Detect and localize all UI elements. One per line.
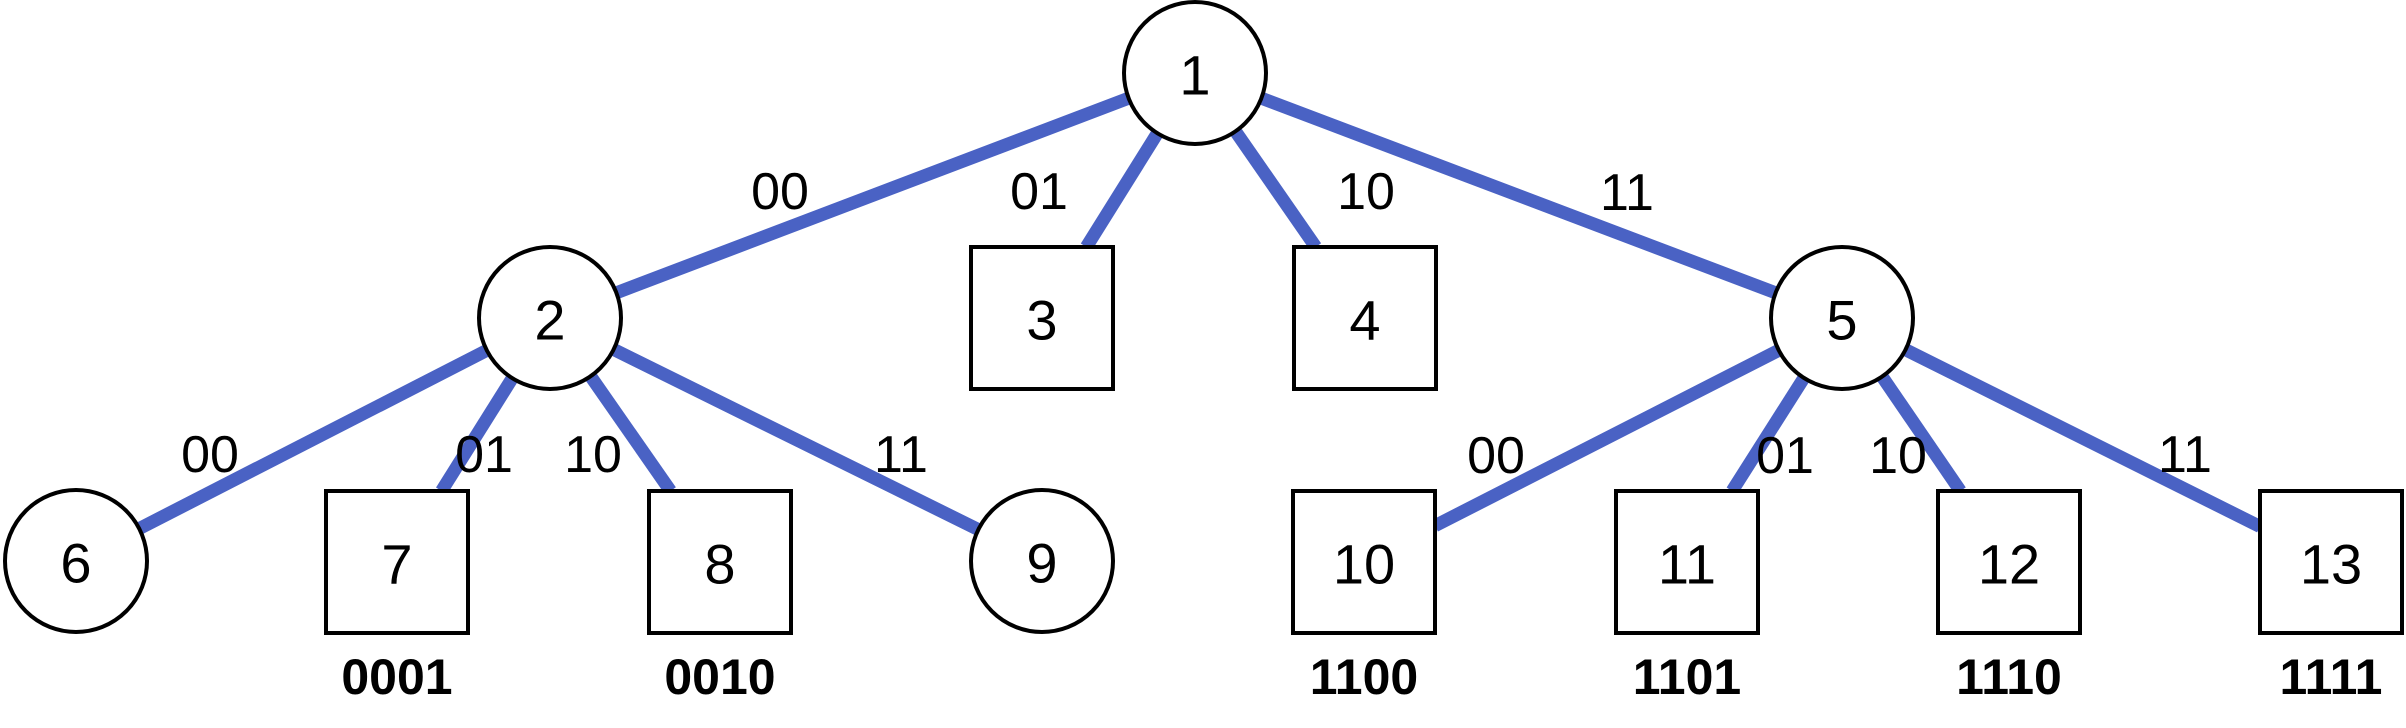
node-label: 8	[704, 533, 735, 596]
edge-label: 00	[751, 163, 809, 221]
node-label: 13	[2300, 533, 2362, 596]
node-square	[1936, 489, 2082, 635]
tree-node-6[interactable]: 6	[3, 488, 149, 634]
edge-label: 01	[455, 426, 513, 484]
tree-node-9[interactable]: 9	[969, 488, 1115, 634]
tree-node-8[interactable]: 8	[647, 489, 793, 635]
tree-edge	[1876, 372, 1966, 495]
edge-label: 10	[564, 426, 622, 484]
tree-node-11[interactable]: 11	[1614, 489, 1760, 635]
edge-labels-layer: 00 01 10 11 00 01 10 11 00 01 10 11	[181, 163, 2212, 485]
edge-label: 10	[1337, 163, 1395, 221]
edge-label: 11	[1600, 164, 1654, 222]
codeword-label: 1100	[1310, 649, 1418, 705]
node-square	[2258, 489, 2404, 635]
edge-label: 11	[2158, 426, 2212, 484]
node-circle	[477, 245, 623, 391]
codewords-layer: 0001 0010 1100 1101 1110 1111	[341, 649, 2382, 705]
edge-label: 11	[874, 426, 928, 484]
node-circle	[1122, 0, 1268, 146]
tree-edge	[1432, 344, 1782, 532]
node-square	[647, 489, 793, 635]
tree-node-13[interactable]: 13	[2258, 489, 2404, 635]
node-label: 5	[1826, 289, 1857, 352]
edges-layer	[136, 92, 2263, 536]
tree-edge	[136, 344, 490, 535]
node-circle	[1769, 245, 1915, 391]
codeword-label: 0001	[341, 649, 452, 705]
node-square	[324, 489, 470, 635]
node-label: 7	[381, 533, 412, 596]
node-label: 1	[1179, 44, 1210, 107]
codeword-label: 1111	[2280, 649, 2383, 705]
tree-edge	[614, 92, 1131, 299]
tree-node-1[interactable]: 1	[1122, 0, 1268, 146]
edge-label: 00	[181, 426, 239, 484]
tree-edge	[1726, 374, 1810, 495]
codeword-label: 1101	[1633, 649, 1741, 705]
tree-edge	[1902, 343, 2263, 533]
edge-label: 01	[1756, 427, 1814, 485]
edge-label: 01	[1010, 163, 1068, 221]
node-label: 12	[1978, 533, 2040, 596]
tree-edge	[1230, 127, 1322, 251]
tree-edge	[610, 343, 982, 536]
node-circle	[3, 488, 149, 634]
tree-node-3[interactable]: 3	[969, 245, 1115, 391]
edge-label: 10	[1869, 427, 1927, 485]
node-square	[1614, 489, 1760, 635]
tree-node-10[interactable]: 10	[1291, 489, 1437, 635]
edge-label: 00	[1467, 427, 1525, 485]
tree-node-2[interactable]: 2	[477, 245, 623, 391]
tree-node-4[interactable]: 4	[1292, 245, 1438, 391]
node-label: 2	[534, 289, 565, 352]
node-square	[1291, 489, 1437, 635]
node-label: 11	[1658, 533, 1716, 596]
node-square	[1292, 245, 1438, 391]
codeword-label: 0010	[664, 649, 775, 705]
node-circle	[969, 488, 1115, 634]
node-label: 3	[1026, 289, 1057, 352]
tree-edge	[1259, 92, 1778, 299]
tree-node-7[interactable]: 7	[324, 489, 470, 635]
node-label: 9	[1026, 532, 1057, 595]
tree-edge	[1080, 129, 1163, 251]
node-label: 4	[1349, 289, 1380, 352]
node-square	[969, 245, 1115, 391]
tree-edge	[436, 374, 518, 495]
tree-edge	[585, 372, 676, 495]
tree-node-12[interactable]: 12	[1936, 489, 2082, 635]
node-label: 6	[60, 532, 91, 595]
node-label: 10	[1333, 533, 1395, 596]
codeword-label: 1110	[1956, 649, 2062, 705]
tree-node-5[interactable]: 5	[1769, 245, 1915, 391]
